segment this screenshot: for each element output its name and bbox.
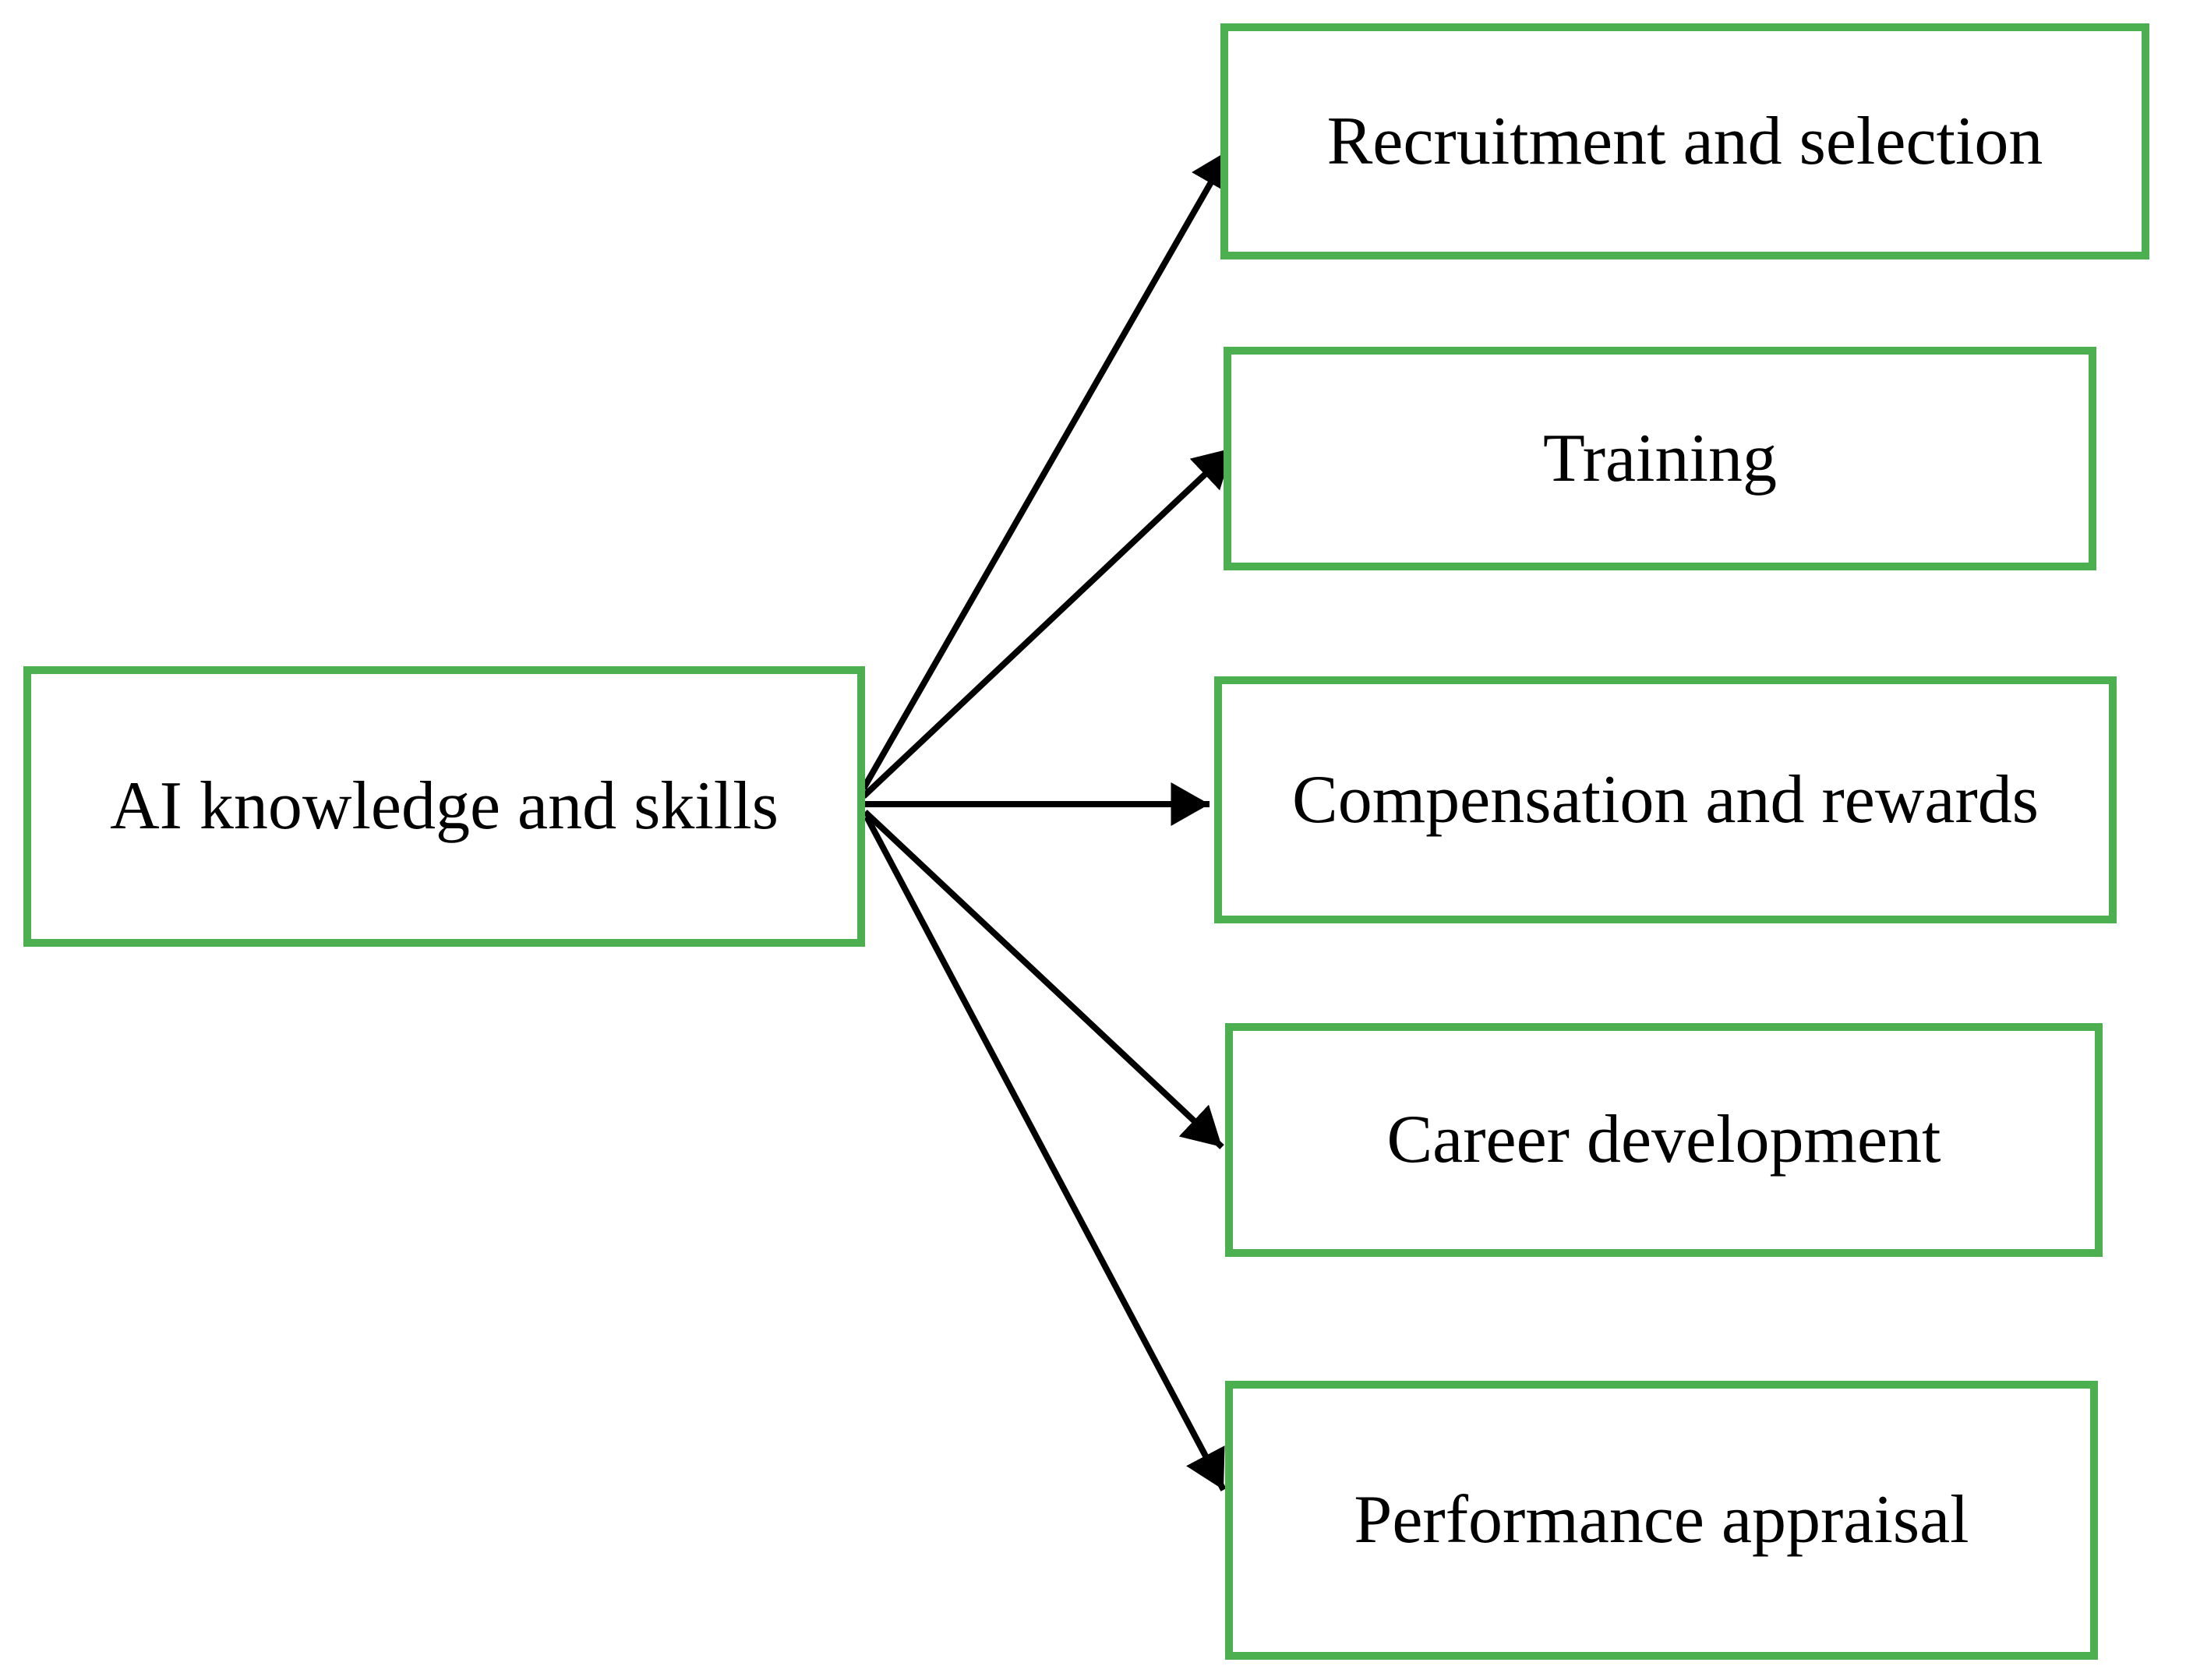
node-training: Training [1224,347,2096,570]
node-label: Training [1543,420,1777,496]
arrow-to-recruitment [860,148,1233,790]
node-label: AI knowledge and skills [110,768,779,845]
node-performance-appraisal: Performance appraisal [1225,1381,2098,1660]
node-career-development: Career development [1225,1023,2103,1257]
node-ai-knowledge-and-skills: AI knowledge and skills [23,666,865,947]
node-compensation-and-rewards: Compensation and rewards [1214,676,2117,923]
node-recruitment-and-selection: Recruitment and selection [1220,23,2149,259]
arrow-to-performance [863,815,1227,1491]
node-label: Recruitment and selection [1326,103,2043,179]
arrow-to-career [863,810,1224,1149]
node-label: Compensation and rewards [1292,761,2039,838]
node-label: Career development [1386,1102,1941,1178]
node-label: Performance appraisal [1354,1482,1969,1558]
arrow-to-training [861,446,1235,799]
